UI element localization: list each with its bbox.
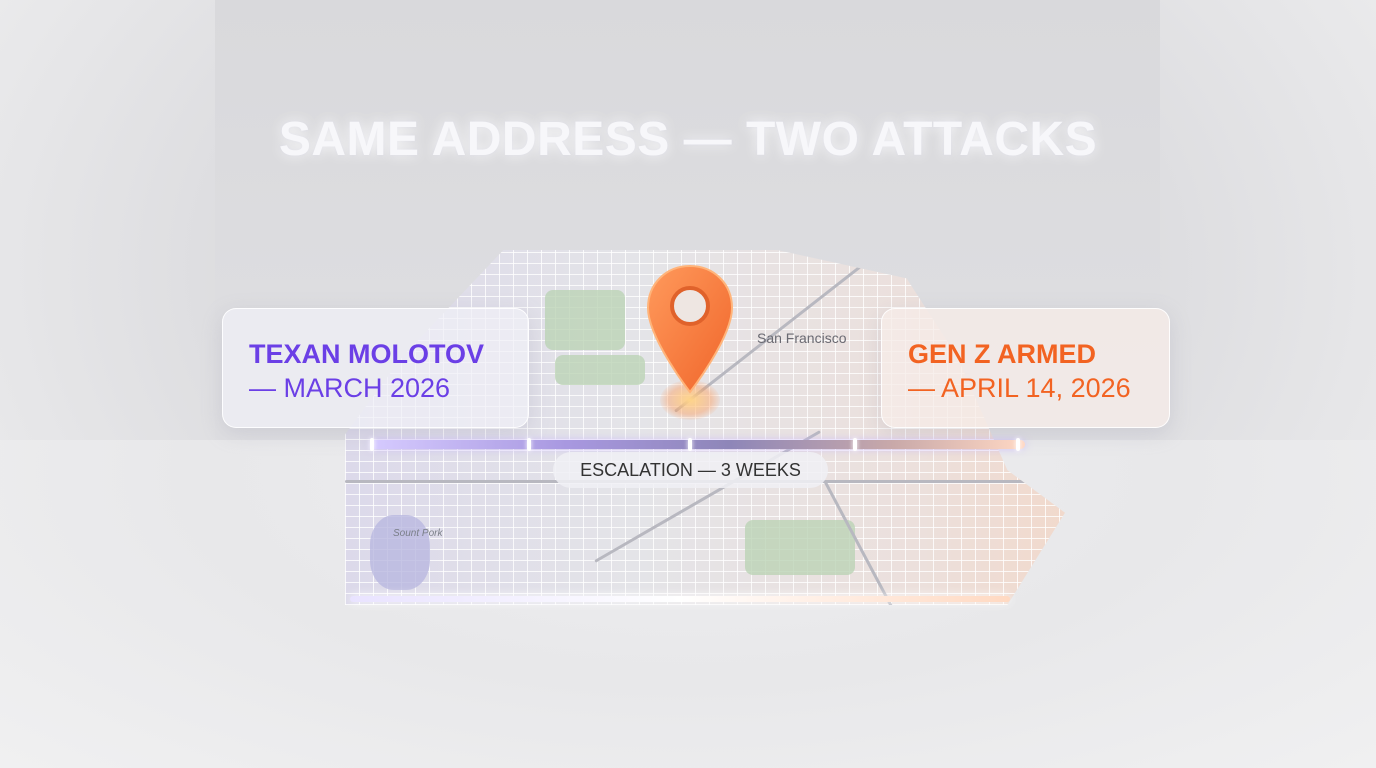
timeline-marker (853, 438, 857, 451)
event-date: — MARCH 2026 (249, 373, 451, 403)
timeline-start-marker (370, 438, 374, 451)
timeline-label: ESCALATION — 3 WEEKS (553, 452, 828, 488)
timeline-marker (527, 438, 531, 451)
event-title: GEN Z ARMED (908, 339, 1096, 369)
timeline-marker (688, 438, 692, 451)
map-label-city: San Francisco (757, 330, 847, 346)
event-card-march: TEXAN MOLOTOV — MARCH 2026 (222, 308, 529, 428)
event-card-april: GEN Z ARMED — APRIL 14, 2026 (881, 308, 1170, 428)
map-park (555, 355, 645, 385)
map-lake (370, 515, 430, 590)
map-label-park: Sount Pork (393, 528, 443, 539)
headline: SAME ADDRESS — TWO ATTACKS (278, 113, 1098, 166)
map-park (745, 520, 855, 575)
map-pin-icon (642, 262, 738, 403)
escalation-timeline (370, 438, 1025, 451)
map-park (545, 290, 625, 350)
event-title: TEXAN MOLOTOV (249, 339, 485, 369)
timeline-end-marker (1016, 438, 1020, 451)
map-edge-glow (350, 596, 1010, 602)
event-date: — APRIL 14, 2026 (908, 373, 1131, 403)
